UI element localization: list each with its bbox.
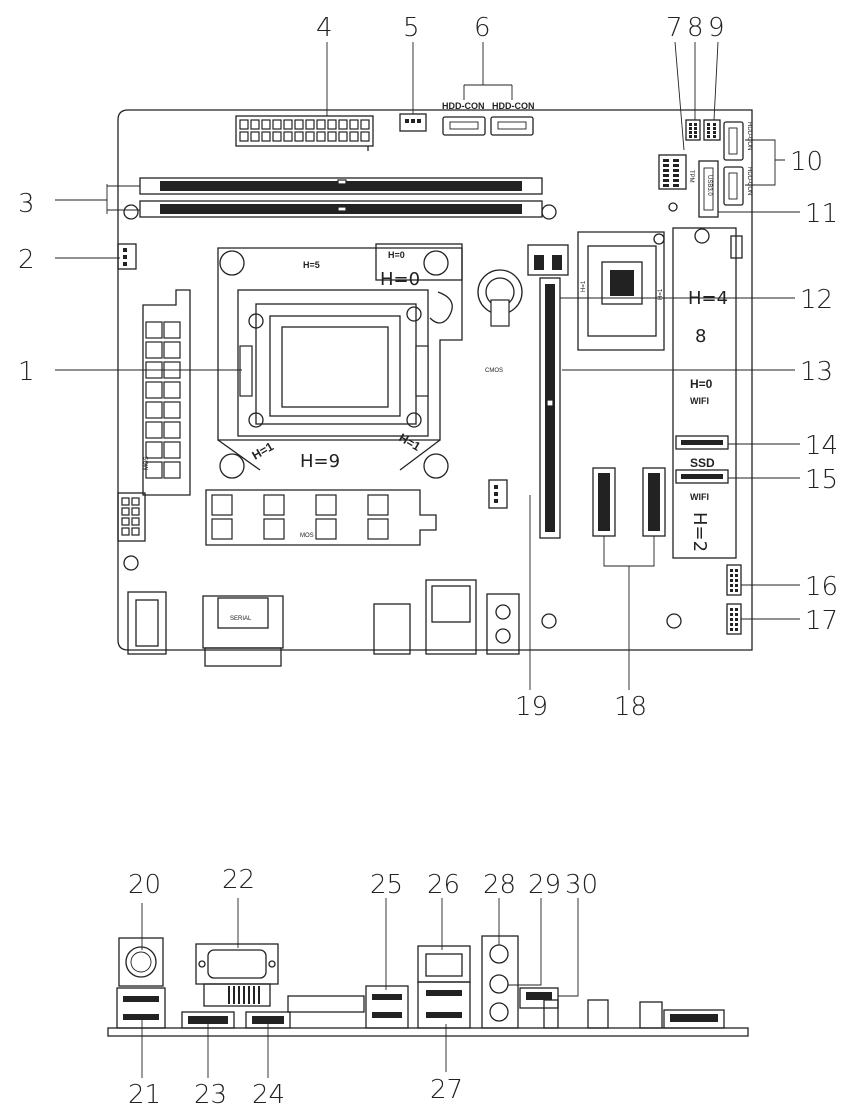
callout-13: 13 bbox=[800, 357, 833, 387]
callout-11: 11 bbox=[805, 199, 838, 229]
callout-5: 5 bbox=[403, 13, 420, 43]
pcie-x16-slot bbox=[527, 244, 569, 539]
h4-label: H=4 bbox=[688, 288, 728, 309]
tpm-label: TPM bbox=[688, 170, 694, 183]
hdd-side-label-2: HDD-CON bbox=[746, 167, 752, 195]
callout-24: 24 bbox=[252, 1080, 285, 1110]
usb3-header: USB3.0 bbox=[698, 160, 719, 218]
mounting-holes bbox=[123, 202, 710, 629]
h0-cpu-label: H=0 bbox=[380, 269, 420, 290]
wifi-top-label: WIFI bbox=[690, 396, 709, 406]
callout-2: 2 bbox=[18, 245, 35, 275]
fan-header-left bbox=[117, 243, 137, 270]
h1-chip-label-2: H=1 bbox=[658, 288, 664, 300]
sata-connectors-top: HDD-CON HDD-CON bbox=[442, 101, 535, 136]
callout-4: 4 bbox=[316, 13, 333, 43]
callout-17: 17 bbox=[805, 606, 838, 636]
cmos-label: CMOS bbox=[485, 368, 503, 374]
callout-18: 18 bbox=[614, 692, 647, 722]
fan-header-center bbox=[488, 479, 508, 509]
callout-10: 10 bbox=[790, 147, 823, 177]
cpu-socket-area: H=5 H=0 H=0 H=1 H=1 H=9 bbox=[217, 243, 463, 479]
sata-connectors-side: HDD-CON HDD-CON bbox=[723, 121, 752, 206]
callout-19: 19 bbox=[515, 692, 548, 722]
callout-27: 27 bbox=[430, 1075, 463, 1105]
callout-8: 8 bbox=[687, 13, 704, 43]
leader-lines-io bbox=[141, 898, 579, 1078]
mos-bottom-label: MOS bbox=[300, 533, 314, 539]
leader-lines-top bbox=[55, 41, 800, 690]
hdd-label-1: HDD-CON bbox=[442, 101, 485, 111]
fan-header-top bbox=[399, 113, 427, 132]
header-9-tpm: TPM bbox=[658, 154, 694, 190]
h5-label: H=5 bbox=[303, 260, 320, 270]
callout-20: 20 bbox=[128, 870, 161, 900]
h0-wifi-label: H=0 bbox=[690, 377, 713, 391]
callouts-top: 1 2 3 4 5 6 7 8 9 10 11 12 13 14 15 16 1… bbox=[18, 13, 838, 722]
callout-22: 22 bbox=[222, 865, 255, 895]
callout-21: 21 bbox=[128, 1080, 161, 1110]
rear-io-top: SERIAL bbox=[127, 579, 520, 667]
hdd-label-2: HDD-CON bbox=[492, 101, 535, 111]
callout-28: 28 bbox=[483, 870, 516, 900]
chipset: H=1 H=1 bbox=[577, 231, 665, 351]
callout-16: 16 bbox=[805, 572, 838, 602]
ram-slots bbox=[139, 177, 543, 218]
io-panel bbox=[107, 935, 749, 1037]
h0-top-label: H=0 bbox=[388, 250, 405, 260]
usb-label: USB3.0 bbox=[706, 175, 712, 196]
callout-23: 23 bbox=[194, 1080, 227, 1110]
header-16 bbox=[726, 564, 742, 596]
callout-14: 14 bbox=[805, 431, 838, 461]
vrm-left: MOS bbox=[142, 289, 191, 496]
h1-chip-label: H=1 bbox=[581, 280, 587, 292]
hdd-side-label-1: HDD-CON bbox=[746, 122, 752, 150]
mos-left-label: MOS bbox=[144, 456, 150, 470]
serial-label: SERIAL bbox=[230, 616, 252, 622]
callout-12: 12 bbox=[800, 285, 833, 315]
m2-area: H=4 8 H=0 WIFI SSD WIFI H=2 bbox=[672, 227, 743, 559]
header-8 bbox=[703, 119, 721, 141]
ssd-label: SSD bbox=[690, 456, 715, 470]
callouts-io: 20 21 22 23 24 25 26 27 28 29 30 bbox=[128, 865, 598, 1110]
callout-9: 9 bbox=[708, 13, 725, 43]
h2-label: H=2 bbox=[689, 512, 710, 552]
cpu-power-8pin bbox=[117, 492, 146, 542]
callout-1: 1 bbox=[18, 357, 35, 387]
callout-6: 6 bbox=[474, 13, 491, 43]
vrm-bottom: MOS bbox=[205, 489, 437, 546]
header-17 bbox=[726, 603, 742, 635]
callout-26: 26 bbox=[427, 870, 460, 900]
header-7 bbox=[685, 119, 701, 141]
h9-label: H=9 bbox=[300, 451, 340, 472]
callout-25: 25 bbox=[370, 870, 403, 900]
h1-left-label: H=1 bbox=[250, 439, 277, 462]
eight-label: 8 bbox=[695, 326, 706, 347]
callout-7: 7 bbox=[666, 13, 683, 43]
callout-29: 29 bbox=[528, 870, 561, 900]
callout-30: 30 bbox=[565, 870, 598, 900]
mini-pcie-slots bbox=[592, 467, 666, 537]
cmos-battery: CMOS bbox=[477, 269, 523, 374]
atx-power-connector bbox=[235, 115, 374, 151]
callout-3: 3 bbox=[18, 189, 35, 219]
wifi-bot-label: WIFI bbox=[690, 492, 709, 502]
h1-right-label: H=1 bbox=[397, 430, 424, 453]
callout-15: 15 bbox=[805, 465, 838, 495]
